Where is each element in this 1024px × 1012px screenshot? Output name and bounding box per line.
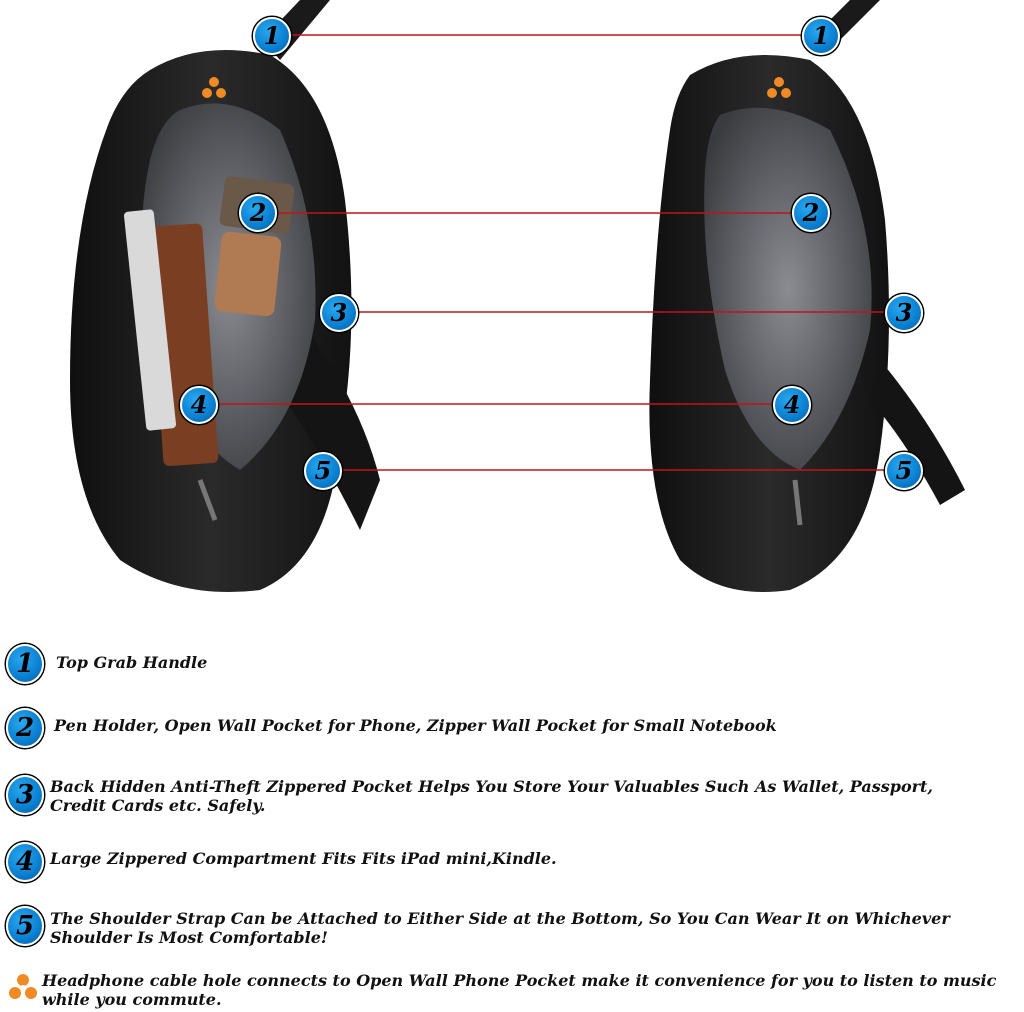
feature-number-badge: 3 xyxy=(6,775,44,815)
feature-item: 1 Top Grab Handle xyxy=(0,644,1024,684)
headphone-note: Headphone cable hole connects to Open Wa… xyxy=(0,970,1024,1012)
feature-text: Top Grab Handle xyxy=(56,653,208,672)
feature-item: 4 Large Zippered Compartment Fits Fits i… xyxy=(0,842,1024,882)
feature-number-badge: 2 xyxy=(6,708,44,748)
headphone-hole-icon xyxy=(9,974,37,999)
callout-badge: 3 xyxy=(885,294,923,332)
feature-text: Back Hidden Anti-Theft Zippered Pocket H… xyxy=(50,777,933,815)
feature-item: 5 The Shoulder Strap Can be Attached to … xyxy=(0,906,1024,952)
feature-text: Large Zippered Compartment Fits Fits iPa… xyxy=(50,849,557,868)
backpack-illustration xyxy=(70,0,965,592)
callout-badge: 5 xyxy=(885,452,923,490)
callout-lines xyxy=(215,34,888,471)
headphone-note-text: Headphone cable hole connects to Open Wa… xyxy=(42,971,997,1009)
callout-badge: 3 xyxy=(320,294,358,332)
callout-badge: 1 xyxy=(802,17,840,55)
feature-item: 3 Back Hidden Anti-Theft Zippered Pocket… xyxy=(0,775,1024,820)
callout-badge: 5 xyxy=(304,452,342,490)
feature-number-badge: 5 xyxy=(6,906,44,946)
callout-badge: 1 xyxy=(253,17,291,55)
feature-text: The Shoulder Strap Can be Attached to Ei… xyxy=(50,909,950,947)
feature-number-badge: 4 xyxy=(6,842,44,882)
right-backpack xyxy=(649,0,965,592)
callout-badge: 4 xyxy=(773,386,811,424)
headphone-hole-icon xyxy=(202,77,226,98)
headphone-hole-icon xyxy=(767,77,791,98)
callout-badge: 4 xyxy=(180,386,218,424)
callout-badge: 2 xyxy=(792,194,830,232)
feature-item: 2 Pen Holder, Open Wall Pocket for Phone… xyxy=(0,708,1024,748)
callout-badge: 2 xyxy=(239,194,277,232)
feature-number-badge: 1 xyxy=(6,644,44,684)
feature-text: Pen Holder, Open Wall Pocket for Phone, … xyxy=(54,716,777,735)
